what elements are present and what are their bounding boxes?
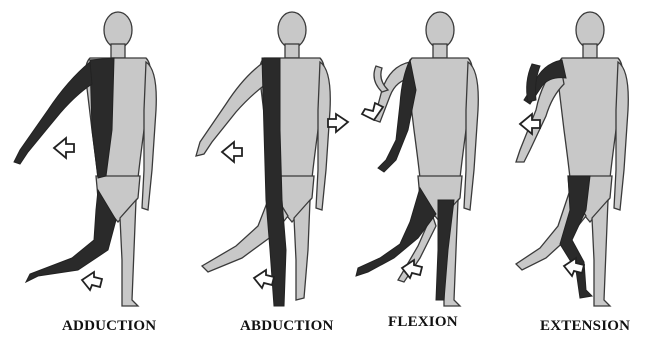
figure-abduction (196, 12, 348, 306)
label-extension: EXTENSION (540, 318, 630, 335)
label-flexion: FLEXION (388, 314, 458, 331)
label-adduction: ADDUCTION (62, 318, 156, 335)
figure-adduction (14, 12, 156, 306)
label-abduction: ABDUCTION (240, 318, 333, 335)
figure-extension (516, 12, 628, 306)
figure-flexion (356, 12, 478, 306)
